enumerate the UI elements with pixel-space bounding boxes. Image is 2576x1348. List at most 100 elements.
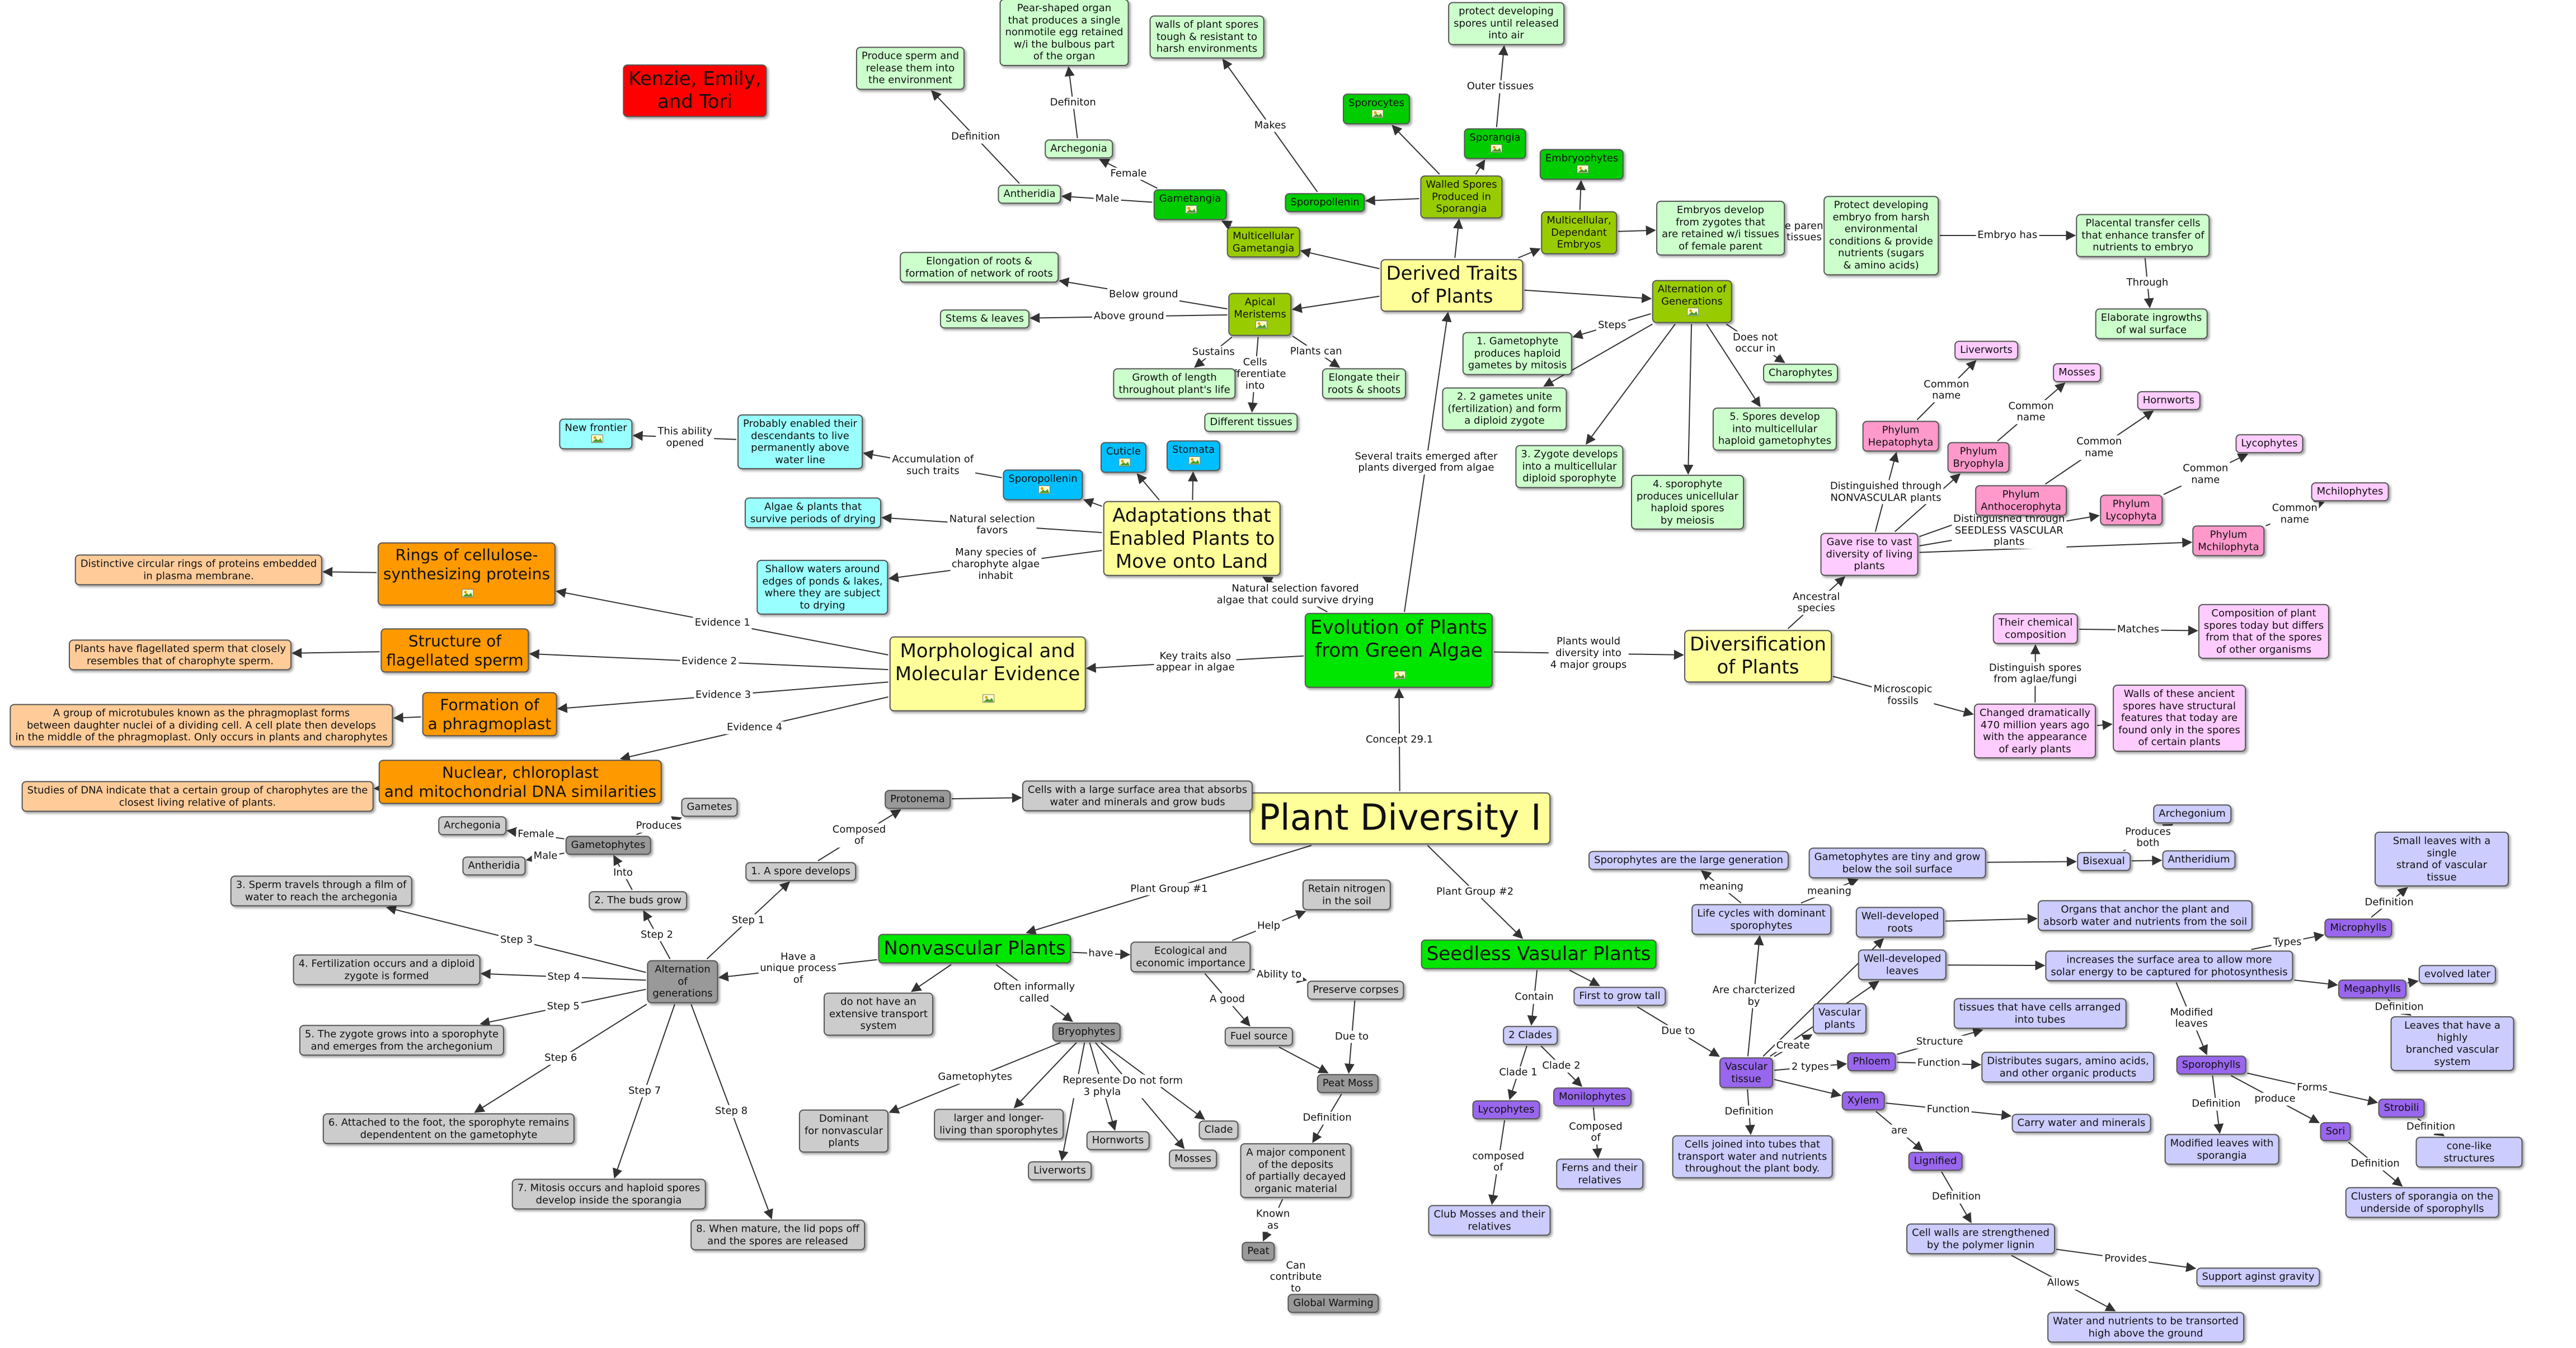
node-firsttogrow[interactable]: First to grow tall	[1573, 987, 1666, 1006]
node-distinctive[interactable]: Distinctive circular rings of proteins e…	[74, 554, 323, 586]
node-anthocerophyta[interactable]: Phylum Anthocerophyta	[1975, 485, 2067, 516]
node-retainnitrogen[interactable]: Retain nitrogen in the soil	[1302, 879, 1392, 911]
node-peatmoss[interactable]: Peat Moss	[1317, 1074, 1379, 1093]
node-algaeplants[interactable]: Algae & plants that survive periods of d…	[744, 497, 882, 529]
node-liverworts2[interactable]: Liverworts	[1028, 1161, 1092, 1180]
image-attachment-icon[interactable]	[1188, 456, 1201, 468]
node-cellwalls[interactable]: Cell walls are strengthened by the polym…	[1906, 1223, 2055, 1255]
node-noextensive[interactable]: do not have an extensive transport syste…	[824, 992, 933, 1036]
node-globalwarming[interactable]: Global Warming	[1287, 1294, 1379, 1313]
node-modifiedleaves[interactable]: Modified leaves with sporangia	[2164, 1134, 2279, 1165]
node-protectembryo[interactable]: Protect developing embryo from harsh env…	[1823, 196, 1939, 275]
node-multiembryo[interactable]: Multicellular, Dependant Embryos	[1541, 211, 1617, 254]
node-gametophytes[interactable]: Gametophytes	[565, 836, 651, 855]
node-protonema[interactable]: Protonema	[885, 790, 951, 809]
node-supportgravity[interactable]: Support aginst gravity	[2196, 1267, 2320, 1286]
node-changed[interactable]: Changed dramatically 470 million years a…	[1973, 703, 2096, 759]
image-attachment-icon[interactable]	[1118, 458, 1131, 470]
node-clusters[interactable]: Clusters of sporangia on the underside o…	[2345, 1187, 2499, 1218]
image-attachment-icon[interactable]	[591, 434, 603, 446]
node-lycophyta[interactable]: Phylum Lycophyta	[2100, 494, 2163, 526]
node-zygotegrows[interactable]: 5. The zygote grows into a sporophyte an…	[299, 1025, 505, 1056]
node-hornworts1[interactable]: Hornworts	[2137, 391, 2201, 410]
node-vascplants[interactable]: Vascular plants	[1812, 1003, 1867, 1034]
node-nonvasc[interactable]: Nonvascular Plants	[878, 934, 1071, 964]
node-smallleaves[interactable]: Small leaves with a single strand of vas…	[2375, 831, 2509, 887]
image-attachment-icon[interactable]	[1687, 308, 1699, 320]
node-rings[interactable]: Rings of cellulose- synthesizing protein…	[377, 542, 556, 606]
node-sporedevelops[interactable]: 1. A spore develops	[745, 862, 856, 881]
node-wellroots[interactable]: Well-developed roots	[1855, 907, 1945, 938]
node-title[interactable]: Plant Diversity I	[1249, 792, 1550, 845]
node-newfrontier[interactable]: New frontier	[559, 418, 633, 450]
node-charophytes[interactable]: Charophytes	[1762, 364, 1839, 383]
node-dnadesc[interactable]: Studies of DNA indicate that a certain g…	[21, 781, 374, 812]
image-attachment-icon[interactable]	[1185, 205, 1197, 217]
node-gametes[interactable]: Gametes	[681, 798, 738, 817]
node-clubmosses[interactable]: Club Mosses and their relatives	[1428, 1205, 1551, 1236]
node-gaverise[interactable]: Gave rise to vast diversity of living pl…	[1820, 532, 1919, 576]
node-cellsjoined[interactable]: Cells joined into tubes that transport w…	[1672, 1135, 1833, 1179]
node-organsanchor[interactable]: Organs that anchor the plant and absorb …	[2037, 900, 2253, 931]
node-divers[interactable]: Diversification of Plants	[1684, 630, 1832, 682]
node-authors[interactable]: Kenzie, Emily, and Tori	[623, 64, 767, 117]
node-antheridia2[interactable]: Antheridia	[462, 856, 526, 875]
node-apical[interactable]: Apical Meristems	[1228, 293, 1292, 336]
node-sporopollenin2[interactable]: Sporopollenin	[1003, 469, 1083, 501]
node-xylem[interactable]: Xylem	[1841, 1091, 1885, 1110]
node-fertilization[interactable]: 4. Fertilization occurs and a diploid zy…	[293, 954, 481, 986]
node-mosses1[interactable]: Mosses	[2053, 363, 2101, 382]
node-probablyenabled[interactable]: Probably enabled their descendants to li…	[737, 414, 863, 470]
node-sporocytes[interactable]: Sporocytes	[1343, 93, 1410, 125]
node-evolution[interactable]: Evolution of Plants from Green Algae	[1304, 612, 1493, 689]
node-antheridia[interactable]: Antheridia	[998, 185, 1061, 204]
node-liverworts1[interactable]: Liverworts	[1954, 341, 2018, 360]
image-attachment-icon[interactable]	[1038, 485, 1050, 497]
node-derived[interactable]: Derived Traits of Plants	[1380, 259, 1524, 312]
image-attachment-icon[interactable]	[1490, 144, 1502, 156]
node-wellleaves[interactable]: Well-developed leaves	[1858, 949, 1947, 981]
node-altgen2[interactable]: Alternation of generations	[647, 960, 718, 1003]
node-microphylls[interactable]: Microphylls	[2324, 918, 2392, 937]
node-sporesdevelop[interactable]: 5. Spores develop into multicellular hap…	[1712, 407, 1837, 451]
node-mosses2[interactable]: Mosses	[1169, 1149, 1217, 1168]
node-preservecorpses[interactable]: Preserve corpses	[1307, 981, 1404, 1000]
node-mchilophytes[interactable]: Mchilophytes	[2311, 482, 2389, 501]
node-zygotedevelops[interactable]: 3. Zygote develops into a multicellular …	[1515, 445, 1624, 488]
node-ecological[interactable]: Ecological and economic importance	[1130, 941, 1251, 973]
image-attachment-icon[interactable]	[1371, 109, 1384, 121]
node-ingrowths[interactable]: Elaborate ingrowths of wal surface	[2095, 308, 2208, 340]
node-bryophytes[interactable]: Bryophytes	[1052, 1022, 1121, 1041]
node-lifecycles[interactable]: Life cycles with dominant sporophytes	[1691, 904, 1831, 935]
node-seedless[interactable]: Seedless Vasular Plants	[1421, 939, 1657, 969]
node-tissuesarranged[interactable]: tissues that have cells arranged into tu…	[1953, 998, 2127, 1029]
image-attachment-icon[interactable]	[462, 583, 474, 602]
node-leaveshighly[interactable]: Leaves that have a highly branched vascu…	[2390, 1016, 2514, 1072]
node-conelike[interactable]: cone-like structures	[2415, 1137, 2523, 1168]
node-embryosdevelop[interactable]: Embryos develop from zygotes that are re…	[1656, 200, 1785, 256]
node-elongateroots[interactable]: Elongate their roots & shoots	[1322, 368, 1407, 399]
node-sporophylls[interactable]: Sporophylls	[2176, 1055, 2246, 1074]
node-bryophyta[interactable]: Phylum Bryophyla	[1947, 442, 2010, 473]
image-attachment-icon[interactable]	[1255, 320, 1267, 333]
node-walls[interactable]: Walls of these ancient spores have struc…	[2113, 685, 2246, 752]
node-gametomitosis[interactable]: 1. Gametophyte produces haploid gametes …	[1462, 332, 1573, 375]
node-phragdesc[interactable]: A group of microtubules known as the phr…	[10, 704, 393, 747]
node-chemcomp[interactable]: Their chemical composition	[1992, 613, 2079, 644]
node-increasessurface[interactable]: increases the surface area to allow more…	[2045, 950, 2293, 982]
node-gametophytestiny[interactable]: Gametophytes are tiny and grow below the…	[1808, 847, 1986, 879]
node-nucleardna[interactable]: Nuclear, chloroplast and mitochondrial D…	[378, 760, 662, 804]
node-phragmoplast[interactable]: Formation of a phragmoplast	[422, 692, 557, 737]
image-attachment-icon[interactable]	[1394, 662, 1406, 685]
node-flagspermdesc[interactable]: Plants have flagellated sperm that close…	[68, 639, 292, 671]
node-waternutrients[interactable]: Water and nutrients to be transorted hig…	[2047, 1312, 2244, 1343]
node-stomata[interactable]: Stomata	[1166, 440, 1221, 472]
node-antheridium[interactable]: Antheridium	[2162, 850, 2236, 869]
node-evolvedlater[interactable]: evolved later	[2418, 965, 2497, 984]
node-strobili[interactable]: Strobili	[2378, 1099, 2425, 1118]
node-multigamet[interactable]: Multicellular Gametangia	[1226, 227, 1300, 258]
node-peat[interactable]: Peat	[1242, 1242, 1275, 1261]
node-difftissues[interactable]: Different tissues	[1204, 413, 1298, 432]
node-spermtravels[interactable]: 3. Sperm travels through a film of water…	[230, 875, 412, 907]
node-megaphylls[interactable]: Megaphylls	[2338, 979, 2406, 998]
